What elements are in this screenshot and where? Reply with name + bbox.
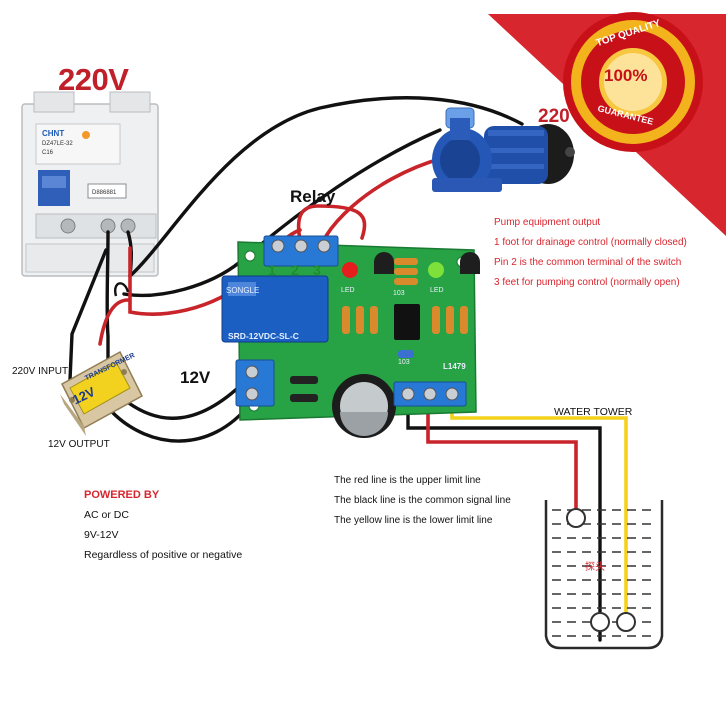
water-pump	[432, 107, 575, 192]
screw-icon	[245, 365, 259, 379]
screw-icon	[317, 239, 331, 253]
relay-label: Relay	[290, 187, 336, 206]
screw-icon	[271, 239, 285, 253]
relay-control-board	[221, 235, 480, 438]
screw-icon	[294, 239, 308, 253]
screw-icon	[245, 387, 259, 401]
lower-probe-icon	[616, 612, 636, 632]
breaker-brand: CHNT	[42, 129, 65, 138]
breaker-indicator	[82, 131, 90, 139]
relay-model: SRD-12VDC-SL-C	[228, 331, 299, 341]
led-green-icon	[428, 262, 444, 278]
breaker-model: DZ47LE-32	[42, 141, 73, 147]
black-line-note: The black line is the common signal line	[334, 495, 511, 506]
powered-by-title: POWERED BY	[84, 489, 160, 501]
breaker-rating: C16	[42, 150, 54, 156]
board-power-label: 12V	[180, 368, 211, 387]
transformer	[60, 350, 143, 436]
chip-label: L1479	[443, 362, 466, 371]
relay-pin-1: 1	[268, 262, 276, 278]
screw-icon	[401, 387, 415, 401]
probe-label: 探头	[585, 562, 605, 573]
led-label-red: LED	[341, 287, 355, 294]
breaker-serial: D886881	[92, 190, 117, 196]
capacitor-label: 103	[398, 359, 410, 366]
pump-note-2: Pin 2 is the common terminal of the swit…	[494, 257, 682, 268]
quality-seal	[563, 12, 703, 152]
relay-brand: SONGLE	[226, 286, 260, 295]
seal-center-text: 100%	[604, 66, 648, 85]
wire-loop	[114, 282, 130, 297]
circuit-breaker	[21, 91, 159, 277]
supply-voltage-label: 220V	[58, 62, 129, 97]
led-red-icon	[342, 262, 358, 278]
transformer-output-label: 12V OUTPUT	[48, 439, 110, 450]
yellow-line-note: The yellow line is the lower limit line	[334, 515, 493, 526]
screw-icon	[423, 387, 437, 401]
screw-icon	[445, 387, 459, 401]
resistor-label: 103	[393, 290, 405, 297]
pump-voltage-label: 220	[538, 106, 570, 127]
power-line-2: 9V-12V	[84, 529, 119, 541]
pump-note-1: 1 foot for drainage control (normally cl…	[494, 237, 687, 248]
transformer-input-label: 220V INPUT	[12, 366, 69, 377]
common-probe-icon	[590, 612, 610, 632]
ic-chip	[394, 304, 420, 340]
power-line-1: AC or DC	[84, 509, 129, 521]
pump-notes-title: Pump equipment output	[494, 217, 601, 228]
relay-pin-3: 3	[313, 262, 321, 278]
red-line-note: The red line is the upper limit line	[334, 475, 481, 486]
water-tower-title: WATER TOWER	[554, 406, 633, 418]
pump-note-3: 3 feet for pumping control (normally ope…	[494, 277, 680, 288]
water-tank	[544, 500, 664, 650]
power-line-3: Regardless of positive or negative	[84, 549, 243, 561]
led-label-green: LED	[430, 287, 444, 294]
relay-pin-2: 2	[291, 262, 299, 278]
upper-probe-icon	[566, 508, 586, 528]
power-terminal-block	[235, 359, 275, 407]
breaker-terminal-icon	[60, 218, 76, 234]
